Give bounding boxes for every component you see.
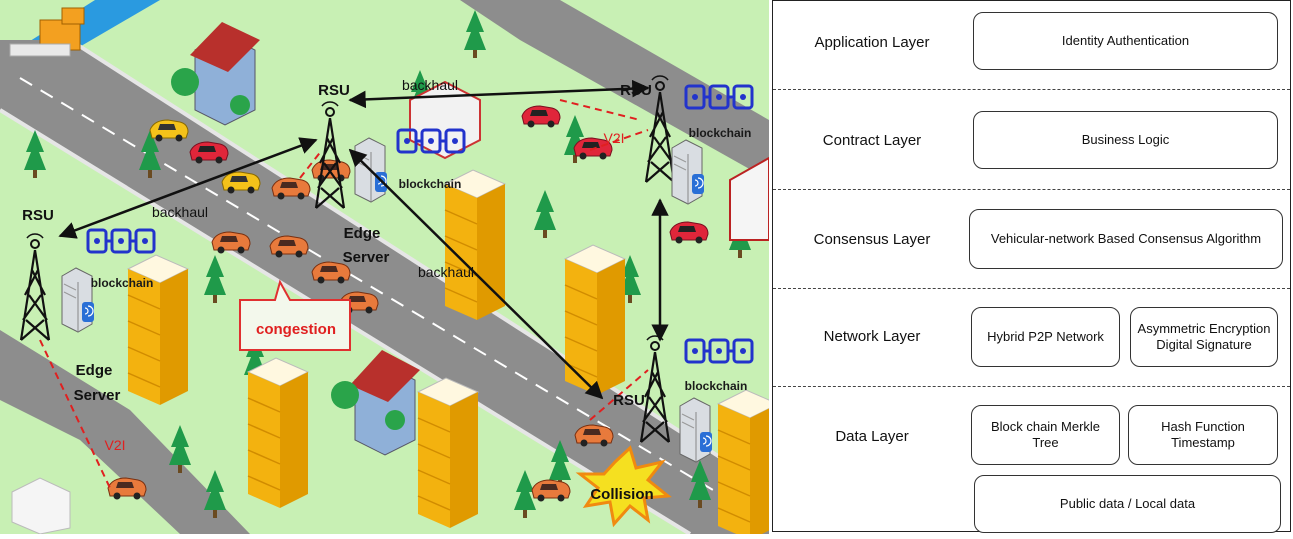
backhaul-label: backhaul xyxy=(402,77,458,93)
layer-name: Consensus Layer xyxy=(813,231,931,248)
blockchain-label: blockchain xyxy=(399,177,462,191)
application-layer: Application Layer Identity Authenticatio… xyxy=(773,1,1290,89)
public-local-data-box: Public data / Local data xyxy=(974,475,1281,533)
business-logic-box: Business Logic xyxy=(973,111,1278,169)
rsu-label: RSU xyxy=(620,82,652,99)
blockchain-architecture-layers: Application Layer Identity Authenticatio… xyxy=(772,0,1291,533)
rsu-label: RSU xyxy=(613,392,645,409)
network-layer: Network Layer Hybrid P2P Network Asymmet… xyxy=(773,288,1290,386)
v2i-label: V2I xyxy=(603,130,624,146)
consensus-algorithm-box: Vehicular-network Based Consensus Algori… xyxy=(969,209,1283,269)
backhaul-label: backhaul xyxy=(152,204,208,220)
data-layer: Data Layer Block chain Merkle Tree Hash … xyxy=(773,386,1290,533)
edge-server-label: Edge xyxy=(344,225,381,242)
vehicular-network-scene: RSU RSU RSU RSU backhaul backhaul backha… xyxy=(0,0,779,539)
rsu-label: RSU xyxy=(22,207,54,224)
edge-server-label: Server xyxy=(343,249,390,266)
edge-server-label: Edge xyxy=(76,362,113,379)
edge-server-label: Server xyxy=(74,387,121,404)
layer-divider xyxy=(773,288,1290,289)
layer-divider xyxy=(773,386,1290,387)
hybrid-p2p-network-box: Hybrid P2P Network xyxy=(971,307,1120,367)
layer-name: Application Layer xyxy=(814,34,930,51)
hash-timestamp-box: Hash Function Timestamp xyxy=(1128,405,1278,465)
scene-illustration: RSU RSU RSU RSU backhaul backhaul backha… xyxy=(0,0,779,539)
layer-divider xyxy=(773,189,1290,190)
layer-divider xyxy=(773,89,1290,90)
blockchain-label: blockchain xyxy=(689,126,752,140)
merkle-tree-box: Block chain Merkle Tree xyxy=(971,405,1120,465)
layer-name: Contract Layer xyxy=(822,132,922,149)
collision-label: Collision xyxy=(590,486,653,503)
layer-name: Network Layer xyxy=(823,328,921,345)
layer-name: Data Layer xyxy=(835,428,909,445)
contract-layer: Contract Layer Business Logic xyxy=(773,89,1290,189)
blockchain-label: blockchain xyxy=(685,379,748,393)
v2i-label: V2I xyxy=(104,437,125,453)
identity-authentication-box: Identity Authentication xyxy=(973,12,1278,70)
asymmetric-encryption-box: Asymmetric Encryption Digital Signature xyxy=(1130,307,1278,367)
rsu-label: RSU xyxy=(318,82,350,99)
congestion-label: congestion xyxy=(256,321,336,338)
backhaul-label: backhaul xyxy=(418,264,474,280)
blockchain-label: blockchain xyxy=(91,276,154,290)
consensus-layer: Consensus Layer Vehicular-network Based … xyxy=(773,189,1290,288)
